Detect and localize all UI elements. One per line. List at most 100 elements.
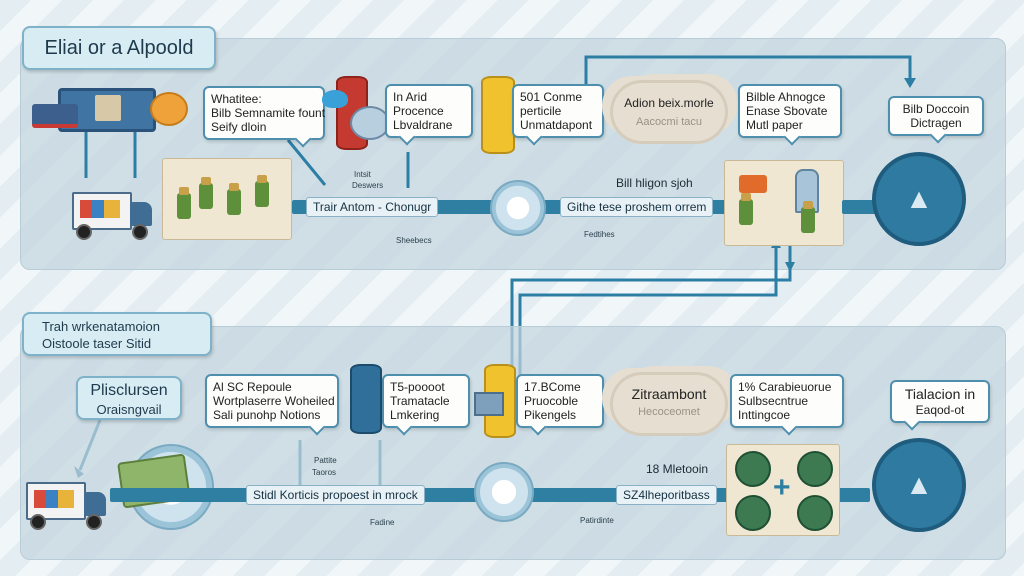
tank-icon [739,175,767,193]
callout-line: Sulbsecntrue [738,394,809,408]
callout-line: 1% Carabieuorue [738,380,832,394]
callout-line: Pruocoble [524,394,579,408]
callout-line: 17.BCome [524,380,581,394]
cloud-note-top: Adion beix.morle Aacocmi tacu [610,80,728,144]
callout-line: Unmatdapont [520,118,593,132]
triangle-node-icon: ▲ [905,183,933,214]
bottom-left-box-line: Oraisngvail [96,402,162,417]
truck-wheel [132,224,148,240]
gear-hub-icon [490,180,546,236]
factory-badge-icon [735,451,771,487]
top-panel-title-text: Eliai or a Alpoold [44,37,194,59]
factory-grid-bottom-right: + [726,444,840,536]
robot-icon [227,183,241,215]
callout-line: Tramatacle [390,394,450,408]
cloud-faint-text: Hecoceomet [638,406,700,418]
bottom-panel-title: Trah wrkenatamoion Oistoole taser Sitid [22,312,212,356]
cloud-text: Zitraambont [631,386,707,402]
callout-line: Whatitee: [211,92,262,106]
callout-line: Enase Sbovate [746,104,828,118]
callout-line: Pikengels [524,408,577,422]
plus-icon: + [773,471,791,504]
top-small-label-3: Sheebecs [396,236,432,245]
callout-top-2: In Arid Procence Lbvaldrane [385,84,473,138]
callout-line: T5-poooot [390,380,445,394]
callout-line: Sali punohp Notions [213,408,321,422]
robot-icon [199,177,213,209]
callout-line: Lmkering [390,408,440,422]
callout-line: Bilb Doccoin [902,102,970,116]
cloud-note-bottom: Zitraambont Hecoceomet [610,372,728,436]
callout-line: Procence [393,104,444,118]
bottom-title-line: Trah wrkenatamoion [42,319,161,334]
callout-line: Bilble Ahnogce [746,90,826,104]
machine-box-icon [474,392,504,416]
bottom-left-box: Plisclursen Oraisngvail [76,376,182,420]
callout-line: Tialacion in [904,386,976,402]
factory-badge-icon [735,495,771,531]
callout-line: Al SC Repoule [213,380,292,394]
bottom-small-label-3: Fadine [370,518,395,527]
top-small-label-4: Fedtihes [584,230,615,239]
bottom-title-line: Oistoole taser Sitid [42,336,152,351]
callout-top-3: 501 Conme perticile Unmatdapont [512,84,604,138]
callout-line: Lbvaldrane [393,118,453,132]
end-node-bottom: ▲ [872,438,966,532]
top-track-label-left: Trair Antom - Chonugr [306,197,439,217]
robot-icon [255,175,269,207]
callout-top-5: Bilb Doccoin Dictragen [888,96,984,136]
callout-line: Bilb Semnamite fount [211,106,326,120]
target-hub-icon [474,462,534,522]
robot-icon [739,193,753,225]
callout-bottom-4: 1% Carabieuorue Sulbsecntrue Inttingcoe [730,374,844,428]
top-small-label-1: Intsit [354,170,371,179]
top-small-label-2: Deswers [352,181,384,190]
blue-cylinder-icon [350,364,382,434]
cloud-faint-text: Aacocmi tacu [635,116,703,128]
truck-cargo [26,482,86,520]
top-track-label-right: Githe tese proshem orrem [560,197,714,217]
callout-bottom-3: 17.BCome Pruocoble Pikengels [516,374,604,428]
cloud-text: Adion beix.morle [624,96,714,110]
bird-icon [322,90,348,108]
bottom-above-track-label: 18 Mletooin [646,462,709,476]
bottom-left-box-line: Plisclursen [90,382,168,399]
end-node-top: ▲ [872,152,966,246]
delivery-truck-icon-top [72,192,156,240]
callout-line: Seify dloin [211,120,267,134]
callout-line: In Arid [393,90,428,104]
robot-icon [801,201,815,233]
robot-icon [177,187,191,219]
factory-tile-top-left [162,158,292,240]
bottom-small-label-4: Patirdinte [580,516,614,525]
callout-top-4: Bilble Ahnogce Enase Sbovate Mutl paper [738,84,842,138]
truck-wheel [30,514,46,530]
callout-line: 501 Conme [520,90,583,104]
callout-line: Eaqod-ot [915,403,965,417]
delivery-truck-icon-bottom [26,482,110,530]
triangle-node-icon: ▲ [905,469,933,500]
train-icon [32,104,78,128]
bottom-small-label-1: Pattite [314,456,337,465]
truck-cab [130,202,152,226]
valve-icon [350,106,390,140]
callout-bottom-2: T5-poooot Tramatacle Lmkering [382,374,470,428]
silo-icon [795,169,819,213]
callout-line: perticile [520,104,562,118]
bottom-small-label-2: Taoros [312,468,337,477]
robot-arm-icon [95,95,121,121]
callout-line: Mutl paper [746,118,803,132]
callout-bottom-1: Al SC Repoule Wortplaserre Woheiled Sali… [205,374,339,428]
factory-badge-icon [797,495,833,531]
bottom-track-label-right: SZ4lheporitbass [616,485,717,505]
truck-wheel [76,224,92,240]
top-panel-title: Eliai or a Alpoold [22,26,216,70]
callout-line: Wortplaserre Woheiled [213,394,335,408]
callout-line: Dictragen [910,116,962,130]
factory-tile-top-right [724,160,844,246]
callout-line: Inttingcoe [738,408,791,422]
truck-cab [84,492,106,516]
callout-top-1: Whatitee: Bilb Semnamite fount Seify dlo… [203,86,325,140]
yellow-cylinder-icon [481,76,515,154]
truck-wheel [86,514,102,530]
